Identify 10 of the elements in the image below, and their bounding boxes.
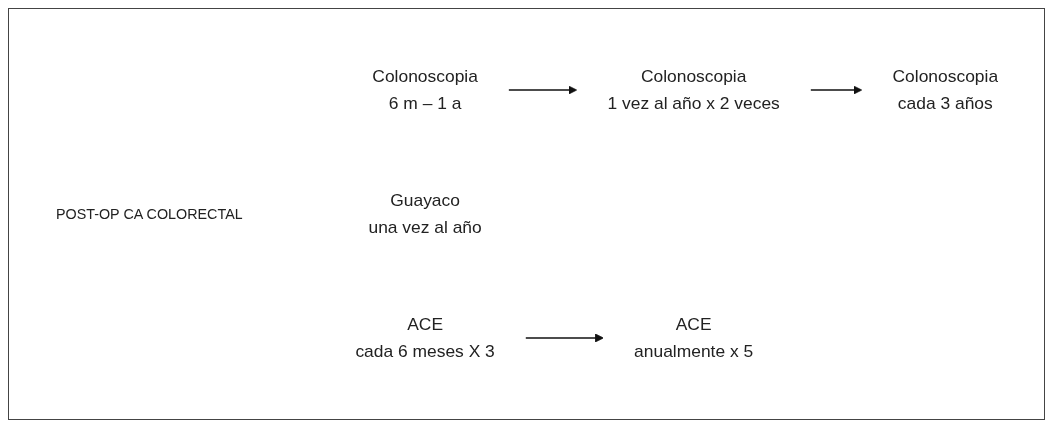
node-text: Colonoscopia 1 vez al año x 2 veces bbox=[607, 66, 780, 113]
node-text: ACE cada 6 meses X 3 bbox=[354, 314, 495, 361]
node-text: Colonoscopia cada 3 años bbox=[892, 66, 998, 113]
arrow bbox=[524, 333, 604, 343]
node-text: ACE anualmente x 5 bbox=[633, 314, 753, 361]
arrow bbox=[507, 85, 577, 95]
node-text: Guayaco una vez al año bbox=[367, 190, 482, 237]
node-text: Colonoscopia 6 m – 1 a bbox=[371, 66, 478, 113]
arrow bbox=[809, 85, 862, 95]
node-text: POST-OP CA COLORECTAL bbox=[55, 205, 243, 222]
